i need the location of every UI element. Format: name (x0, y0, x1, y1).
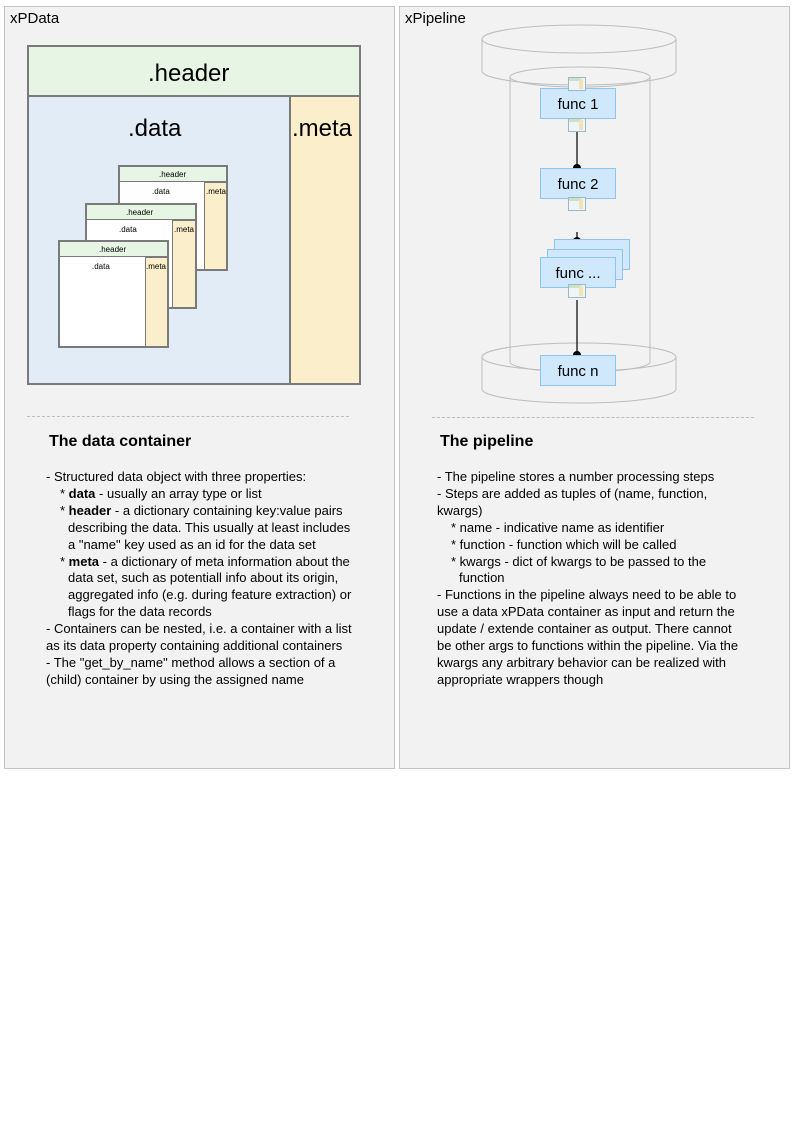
section-heading: The pipeline (440, 433, 534, 450)
description-line: - The "get_by_name" method allows a sect… (46, 654, 336, 670)
description-line: * kwargs - dict of kwargs to be passed t… (451, 553, 707, 569)
description-line: - The pipeline stores a number processin… (437, 469, 715, 484)
description-line: a "name" key used as an id for the data … (68, 536, 316, 552)
document-icon (568, 118, 586, 132)
pipeline-diagram (481, 24, 677, 404)
property-name: data (68, 485, 96, 501)
description-line: - Steps are added as tuples of (name, fu… (437, 485, 708, 501)
description-line: - Functions in the pipeline always need … (437, 587, 737, 603)
description-line: data set, such as potentiall info about … (68, 570, 339, 586)
description-line: * name - indicative name as identifier (451, 519, 665, 535)
property-name: header (68, 502, 112, 518)
panel-title: xPData (10, 10, 60, 27)
description-line: * function - function which will be call… (451, 536, 677, 552)
document-icon (568, 197, 586, 211)
container-meta-block (289, 95, 361, 385)
description-line: aggregated info (e.g. during feature ext… (68, 587, 352, 603)
nested-header-label: .header (126, 208, 154, 217)
nested-header-label: .header (99, 245, 127, 254)
nested-meta-block (204, 182, 227, 270)
description-line: be other args to functions within the pi… (437, 638, 739, 654)
description-line: * meta - a dictionary of meta informatio… (60, 553, 350, 569)
func-step-box: func ... (540, 257, 616, 288)
description-line: flags for the data records (68, 604, 212, 620)
func-step-box: func 2 (540, 168, 616, 199)
xpipeline-panel: xPipeline func 1 func 2 func ... func n (399, 6, 790, 769)
section-divider (432, 417, 754, 418)
section-heading: The data container (49, 433, 192, 450)
func-step-box: func n (540, 355, 616, 386)
description-line: kwargs) (437, 502, 483, 518)
nested-meta-label: .meta (146, 262, 167, 271)
property-name: meta (68, 553, 100, 569)
data-label: .data (128, 115, 182, 142)
document-icon (568, 284, 586, 298)
nested-header-block (59, 241, 168, 257)
description-line: - Containers can be nested, i.e. a conta… (46, 621, 352, 637)
panel-title: xPipeline (405, 10, 466, 27)
meta-label: .meta (292, 115, 353, 142)
description-line: update / extende container as output. Th… (437, 621, 732, 637)
nested-meta-block (172, 220, 196, 308)
description-text: - Structured data object with three prop… (46, 469, 352, 689)
nested-meta-label: .meta (206, 187, 227, 196)
nested-header-block (119, 166, 227, 182)
description-line: - Structured data object with three prop… (46, 469, 307, 484)
nested-meta-label: .meta (174, 225, 195, 234)
nested-data-label: .data (119, 225, 137, 234)
description-line: as its data property containing addition… (46, 638, 343, 654)
header-label: .header (148, 60, 230, 87)
description-line: use a data xPData container as input and… (437, 604, 735, 620)
pipeline-top-disc (481, 24, 677, 54)
pipeline-bottom-disc-side (481, 357, 677, 404)
document-icon (568, 77, 586, 91)
nested-meta-block (145, 257, 168, 347)
description-line: (child) container by using the assigned … (46, 671, 304, 687)
func-step-box: func 1 (540, 88, 616, 119)
nested-data-label: .data (152, 187, 170, 196)
description-line: function (459, 570, 505, 586)
xpdata-panel: xPData .header .data .meta .header .data… (4, 6, 395, 769)
description-text: - The pipeline stores a number processin… (437, 469, 738, 689)
container-header-block (27, 45, 361, 97)
section-divider (27, 416, 349, 417)
nested-header-label: .header (159, 170, 187, 179)
nested-header-block (86, 204, 196, 220)
description-line: * data - usually an array type or list (60, 485, 262, 501)
description-line: appropriate wrappers though (437, 671, 604, 687)
description-line: describing the data. This usually at lea… (68, 519, 351, 535)
description-line: kwargs any arbitrary behavior can be rea… (437, 654, 727, 670)
description-line: * header - a dictionary containing key:v… (60, 502, 343, 518)
nested-data-label: .data (92, 262, 110, 271)
